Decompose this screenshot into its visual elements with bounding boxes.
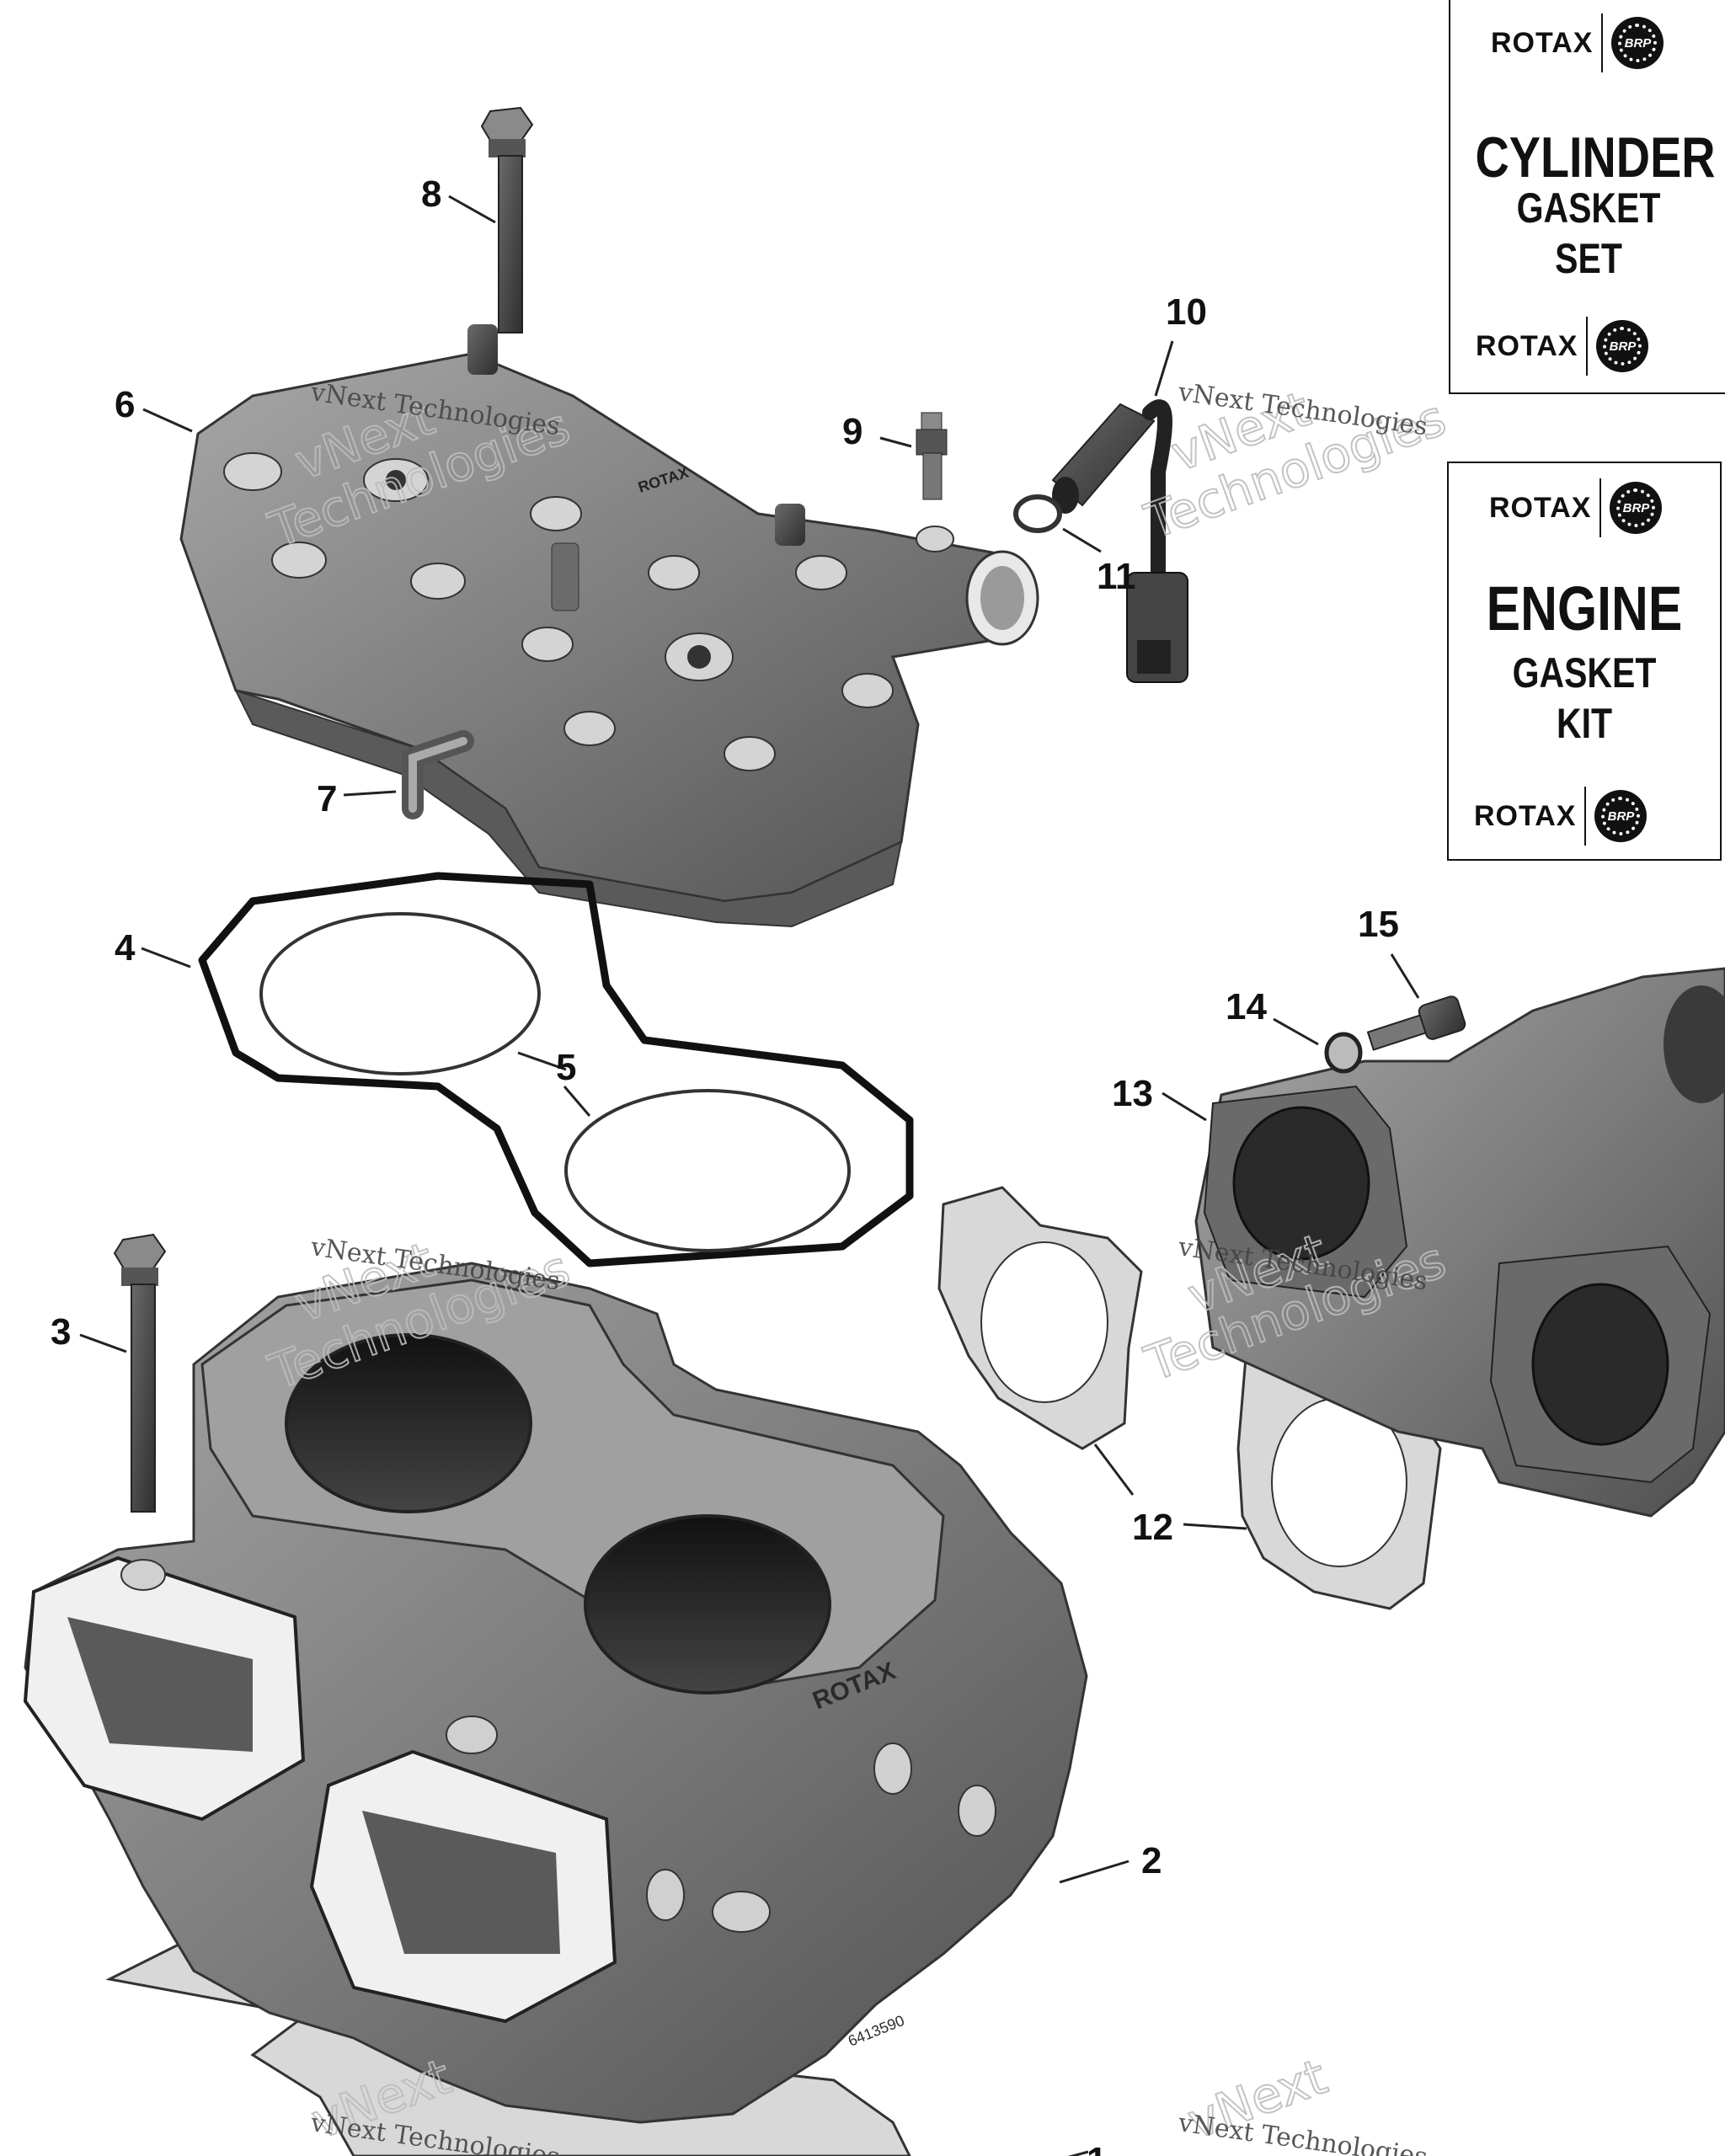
callout-4: 4 [115, 927, 136, 969]
elbow-fitting-part [402, 730, 474, 819]
rotax-wordmark: ROTAX [1489, 491, 1592, 524]
brand-separator [1584, 787, 1587, 846]
callout-6: 6 [115, 384, 135, 425]
rotax-brand-bottom: ROTAX BRP [1476, 317, 1649, 376]
callout-5: 5 [556, 1047, 576, 1088]
callout-11: 11 [1097, 556, 1136, 597]
callout-15: 15 [1358, 904, 1399, 945]
manifold-bolt-part [1366, 995, 1466, 1051]
cylinder-gasket-set-panel: ROTAX BRP CYLINDER GASKET SET ROTAX BRP [1449, 0, 1725, 394]
kit-line-2: GASKET [1512, 649, 1657, 696]
callout-9: 9 [842, 411, 862, 452]
brp-logo-icon: BRP [1596, 320, 1649, 372]
brand-separator [1599, 478, 1602, 537]
rotax-brand-top: ROTAX BRP [1491, 13, 1664, 72]
kit-title: ENGINE [1486, 574, 1683, 643]
fitting-part [916, 412, 948, 500]
brp-logo-icon: BRP [1594, 790, 1648, 842]
head-gasket-seal-part [198, 872, 914, 1267]
exhaust-manifold-part [1194, 967, 1725, 1518]
callout-2: 2 [1141, 1840, 1162, 1881]
head-bolt-part [480, 106, 534, 334]
kit-line-3: KIT [1556, 700, 1613, 747]
brp-logo-icon: BRP [1611, 17, 1664, 69]
rotax-wordmark: ROTAX [1476, 329, 1578, 362]
brand-separator [1586, 317, 1589, 376]
cylinder-block-part: ROTAX 6413590 [23, 1262, 1088, 2124]
brand-separator [1601, 13, 1604, 72]
engine-gasket-kit-panel: ROTAX BRP ENGINE GASKET KIT ROTAX BRP [1447, 462, 1722, 861]
callout-10: 10 [1166, 291, 1207, 333]
rotax-wordmark: ROTAX [1474, 799, 1577, 832]
callout-7: 7 [317, 778, 337, 819]
cylinder-head-part: ROTAX [179, 324, 1039, 928]
rotax-brand-top: ROTAX BRP [1489, 478, 1663, 537]
leader-lines [79, 195, 1420, 2156]
rotax-wordmark: ROTAX [1491, 26, 1594, 59]
callout-8: 8 [421, 173, 441, 215]
o-ring-part [1013, 494, 1062, 533]
callout-3: 3 [51, 1311, 71, 1353]
kit-title: CYLINDER [1475, 125, 1716, 189]
cylinder-o-rings-part [259, 912, 851, 1252]
callout-13: 13 [1112, 1073, 1153, 1114]
rotax-brand-bottom: ROTAX BRP [1474, 787, 1648, 846]
brp-logo-icon: BRP [1610, 482, 1663, 534]
watermark-line-6: vNext Technologies [1176, 2108, 1429, 2156]
washer-part [1324, 1032, 1363, 1074]
cylinder-bolt-part [113, 1233, 167, 1513]
callout-1: 1 [1087, 2140, 1107, 2156]
callout-14: 14 [1226, 986, 1267, 1027]
kit-line-3: SET [1555, 235, 1622, 282]
temperature-sensor-part [1051, 399, 1188, 683]
kit-line-2: GASKET [1516, 184, 1661, 232]
callout-12: 12 [1132, 1507, 1173, 1548]
